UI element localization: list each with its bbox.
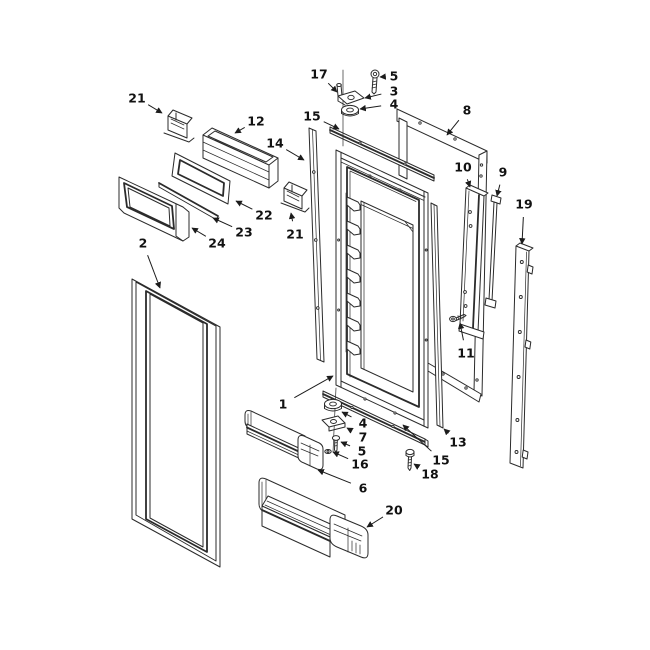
side-trim-strip-14 bbox=[308, 127, 325, 363]
callout-leader-6-22 bbox=[317, 469, 352, 484]
callout-label-6-22: 6 bbox=[359, 481, 368, 496]
top-hinge-hardware bbox=[336, 69, 380, 147]
callout-label-21-15: 21 bbox=[286, 227, 303, 242]
door-bin-20 bbox=[258, 477, 369, 559]
callout-leader-5-20 bbox=[340, 441, 351, 448]
support-rod-9 bbox=[484, 194, 502, 309]
callout-label-13-25: 13 bbox=[449, 435, 466, 450]
callout-leader-14-8 bbox=[285, 149, 305, 161]
callout-label-9-10: 9 bbox=[499, 165, 508, 180]
callout-label-4-3: 4 bbox=[390, 97, 399, 112]
callout-leader-17-0 bbox=[327, 82, 338, 93]
callout-leader-8-5 bbox=[446, 119, 460, 136]
callout-leader-1-17 bbox=[294, 375, 334, 399]
callout-leader-19-11 bbox=[519, 216, 526, 245]
washer-cam-4-bottom bbox=[324, 398, 342, 412]
trim-frame-22 bbox=[171, 152, 231, 205]
callout-leader-24-14 bbox=[191, 227, 207, 237]
screw-18 bbox=[405, 448, 415, 471]
callout-leader-2-16 bbox=[147, 254, 161, 289]
callout-label-24-14: 24 bbox=[208, 236, 226, 251]
callout-leader-4-3 bbox=[359, 104, 382, 112]
callout-label-2-16: 2 bbox=[139, 236, 148, 251]
hinge-bracket-21-left bbox=[163, 109, 195, 143]
callout-label-4-18: 4 bbox=[359, 416, 368, 431]
callout-leader-13-25 bbox=[443, 428, 451, 436]
callout-leader-22-12 bbox=[235, 200, 253, 210]
callout-label-3-2: 3 bbox=[390, 84, 399, 99]
callout-leader-21-6 bbox=[147, 104, 163, 114]
callout-label-11-26: 11 bbox=[457, 346, 474, 361]
callout-leader-20-27 bbox=[366, 516, 384, 528]
callout-label-15-24: 15 bbox=[432, 453, 449, 468]
callout-leader-23-13 bbox=[212, 217, 233, 228]
hinge-plate-3 bbox=[337, 90, 365, 106]
callout-label-12-7: 12 bbox=[247, 114, 264, 129]
callout-label-19-11: 19 bbox=[515, 197, 532, 212]
callout-leader-7-19 bbox=[346, 427, 354, 434]
callout-leader-3-2 bbox=[364, 93, 382, 100]
callout-leader-15-24 bbox=[402, 424, 432, 452]
callout-label-5-1: 5 bbox=[390, 69, 399, 84]
callout-leader-16-21 bbox=[332, 451, 349, 460]
callout-label-16-21: 16 bbox=[351, 457, 369, 472]
callout-label-20-27: 20 bbox=[385, 503, 403, 518]
hinge-plate-7 bbox=[321, 415, 346, 432]
shelf-box-12 bbox=[202, 127, 279, 189]
callout-leader-11-26 bbox=[457, 322, 465, 341]
callout-leader-4-18 bbox=[341, 411, 352, 418]
hinge-pin-17 bbox=[336, 83, 343, 97]
callout-label-23-13: 23 bbox=[235, 225, 252, 240]
callout-label-21-6: 21 bbox=[128, 91, 145, 106]
screw-11 bbox=[449, 314, 467, 323]
screw-5-top bbox=[370, 69, 380, 95]
callout-leader-10-9 bbox=[464, 179, 472, 188]
callout-leader-21-15 bbox=[288, 212, 296, 222]
screw-5-bottom bbox=[331, 435, 341, 453]
callout-leader-9-10 bbox=[495, 184, 502, 197]
callout-label-1-17: 1 bbox=[279, 397, 288, 412]
grille-panel bbox=[118, 176, 190, 242]
callout-leader-18-23 bbox=[413, 463, 421, 470]
callout-label-5-20: 5 bbox=[358, 444, 367, 459]
door-bin-6 bbox=[244, 410, 324, 470]
callout-label-15-4: 15 bbox=[303, 109, 320, 124]
washer-16 bbox=[324, 449, 332, 454]
hinge-bracket-21-center bbox=[280, 181, 310, 213]
callout-label-22-12: 22 bbox=[255, 208, 272, 223]
callout-label-18-23: 18 bbox=[421, 467, 438, 482]
bottom-hinge-hardware bbox=[321, 387, 346, 454]
callout-label-10-9: 10 bbox=[454, 160, 472, 175]
top-trim-strip-15 bbox=[329, 126, 435, 182]
callout-label-8-5: 8 bbox=[463, 103, 472, 118]
door-gasket bbox=[131, 278, 221, 568]
callout-label-7-19: 7 bbox=[359, 430, 368, 445]
callout-leader-12-7 bbox=[234, 127, 245, 134]
right-trim-strip-13 bbox=[430, 202, 444, 429]
callout-leader-15-4 bbox=[323, 121, 340, 130]
door-panel-1 bbox=[335, 149, 429, 429]
callout-label-17-0: 17 bbox=[310, 67, 327, 82]
callout-label-14-8: 14 bbox=[266, 136, 284, 151]
mounting-bar-19 bbox=[509, 242, 534, 469]
washer-cam-4-top bbox=[341, 104, 359, 117]
